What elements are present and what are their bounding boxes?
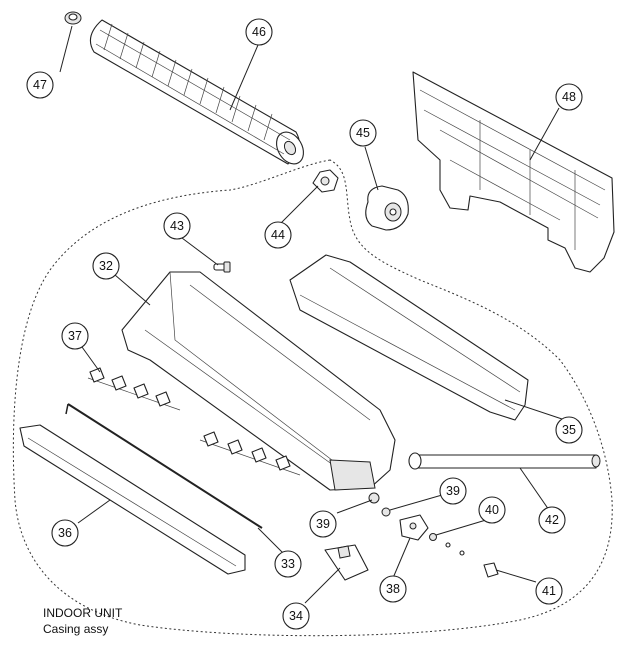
callout-label: 45 (356, 126, 370, 140)
callout-label: 33 (281, 557, 295, 571)
callout-32: 32 (92, 252, 120, 280)
callout-label: 43 (170, 219, 184, 233)
part-46-crossflow-fan (89, 19, 304, 165)
part-38-bracket (399, 514, 429, 541)
callout-47: 47 (26, 71, 54, 99)
callout-43: 43 (163, 212, 191, 240)
callout-46: 46 (245, 18, 273, 46)
part-37-louvers (87, 367, 301, 476)
callout-44: 44 (264, 221, 292, 249)
callout-34: 34 (282, 602, 310, 630)
caption-unit: INDOOR UNIT (43, 606, 123, 620)
part-36-front-frame (19, 424, 246, 575)
part-41-clip (483, 562, 499, 578)
callout-35: 35 (555, 416, 583, 444)
callout-label: 34 (289, 609, 303, 623)
callout-48: 48 (555, 83, 583, 111)
callout-37: 37 (61, 322, 89, 350)
callout-label: 40 (485, 503, 499, 517)
callout-39-upper: 39 (439, 477, 467, 505)
part-39-bushings (368, 492, 391, 517)
part-48-mounting-plate (412, 71, 615, 273)
part-32-main-casing (121, 271, 396, 491)
callout-38: 38 (379, 575, 407, 603)
callout-label: 39 (446, 484, 460, 498)
callout-39-lower: 39 (309, 510, 337, 538)
callout-label: 39 (316, 517, 330, 531)
caption-assembly: Casing assy (43, 622, 109, 636)
callout-label: 32 (99, 259, 113, 273)
callout-40: 40 (478, 496, 506, 524)
callout-label: 44 (271, 228, 285, 242)
part-43-screw (213, 261, 231, 273)
part-44-bearing-holder (312, 169, 339, 193)
callout-label: 35 (562, 423, 576, 437)
callout-label: 36 (58, 526, 72, 540)
part-47-bushing (64, 11, 82, 25)
part-45-fan-motor (365, 185, 409, 231)
callout-label: 41 (542, 584, 556, 598)
callout-label: 46 (252, 25, 266, 39)
callout-label: 38 (386, 582, 400, 596)
part-34-cover (324, 544, 369, 581)
callout-45: 45 (349, 119, 377, 147)
callout-33: 33 (274, 550, 302, 578)
assembly-boundary (12, 159, 613, 637)
callout-42: 42 (538, 506, 566, 534)
part-35-drain-pan (289, 254, 529, 421)
callout-label: 37 (68, 329, 82, 343)
part-42-roller (408, 452, 601, 470)
callout-label: 47 (33, 78, 47, 92)
part-33-rod (65, 403, 263, 529)
callout-label: 48 (562, 90, 576, 104)
callout-label: 42 (545, 513, 559, 527)
part-40-fittings (429, 533, 465, 556)
callout-36: 36 (51, 519, 79, 547)
leader-lines (59, 25, 563, 604)
callout-41: 41 (535, 577, 563, 605)
